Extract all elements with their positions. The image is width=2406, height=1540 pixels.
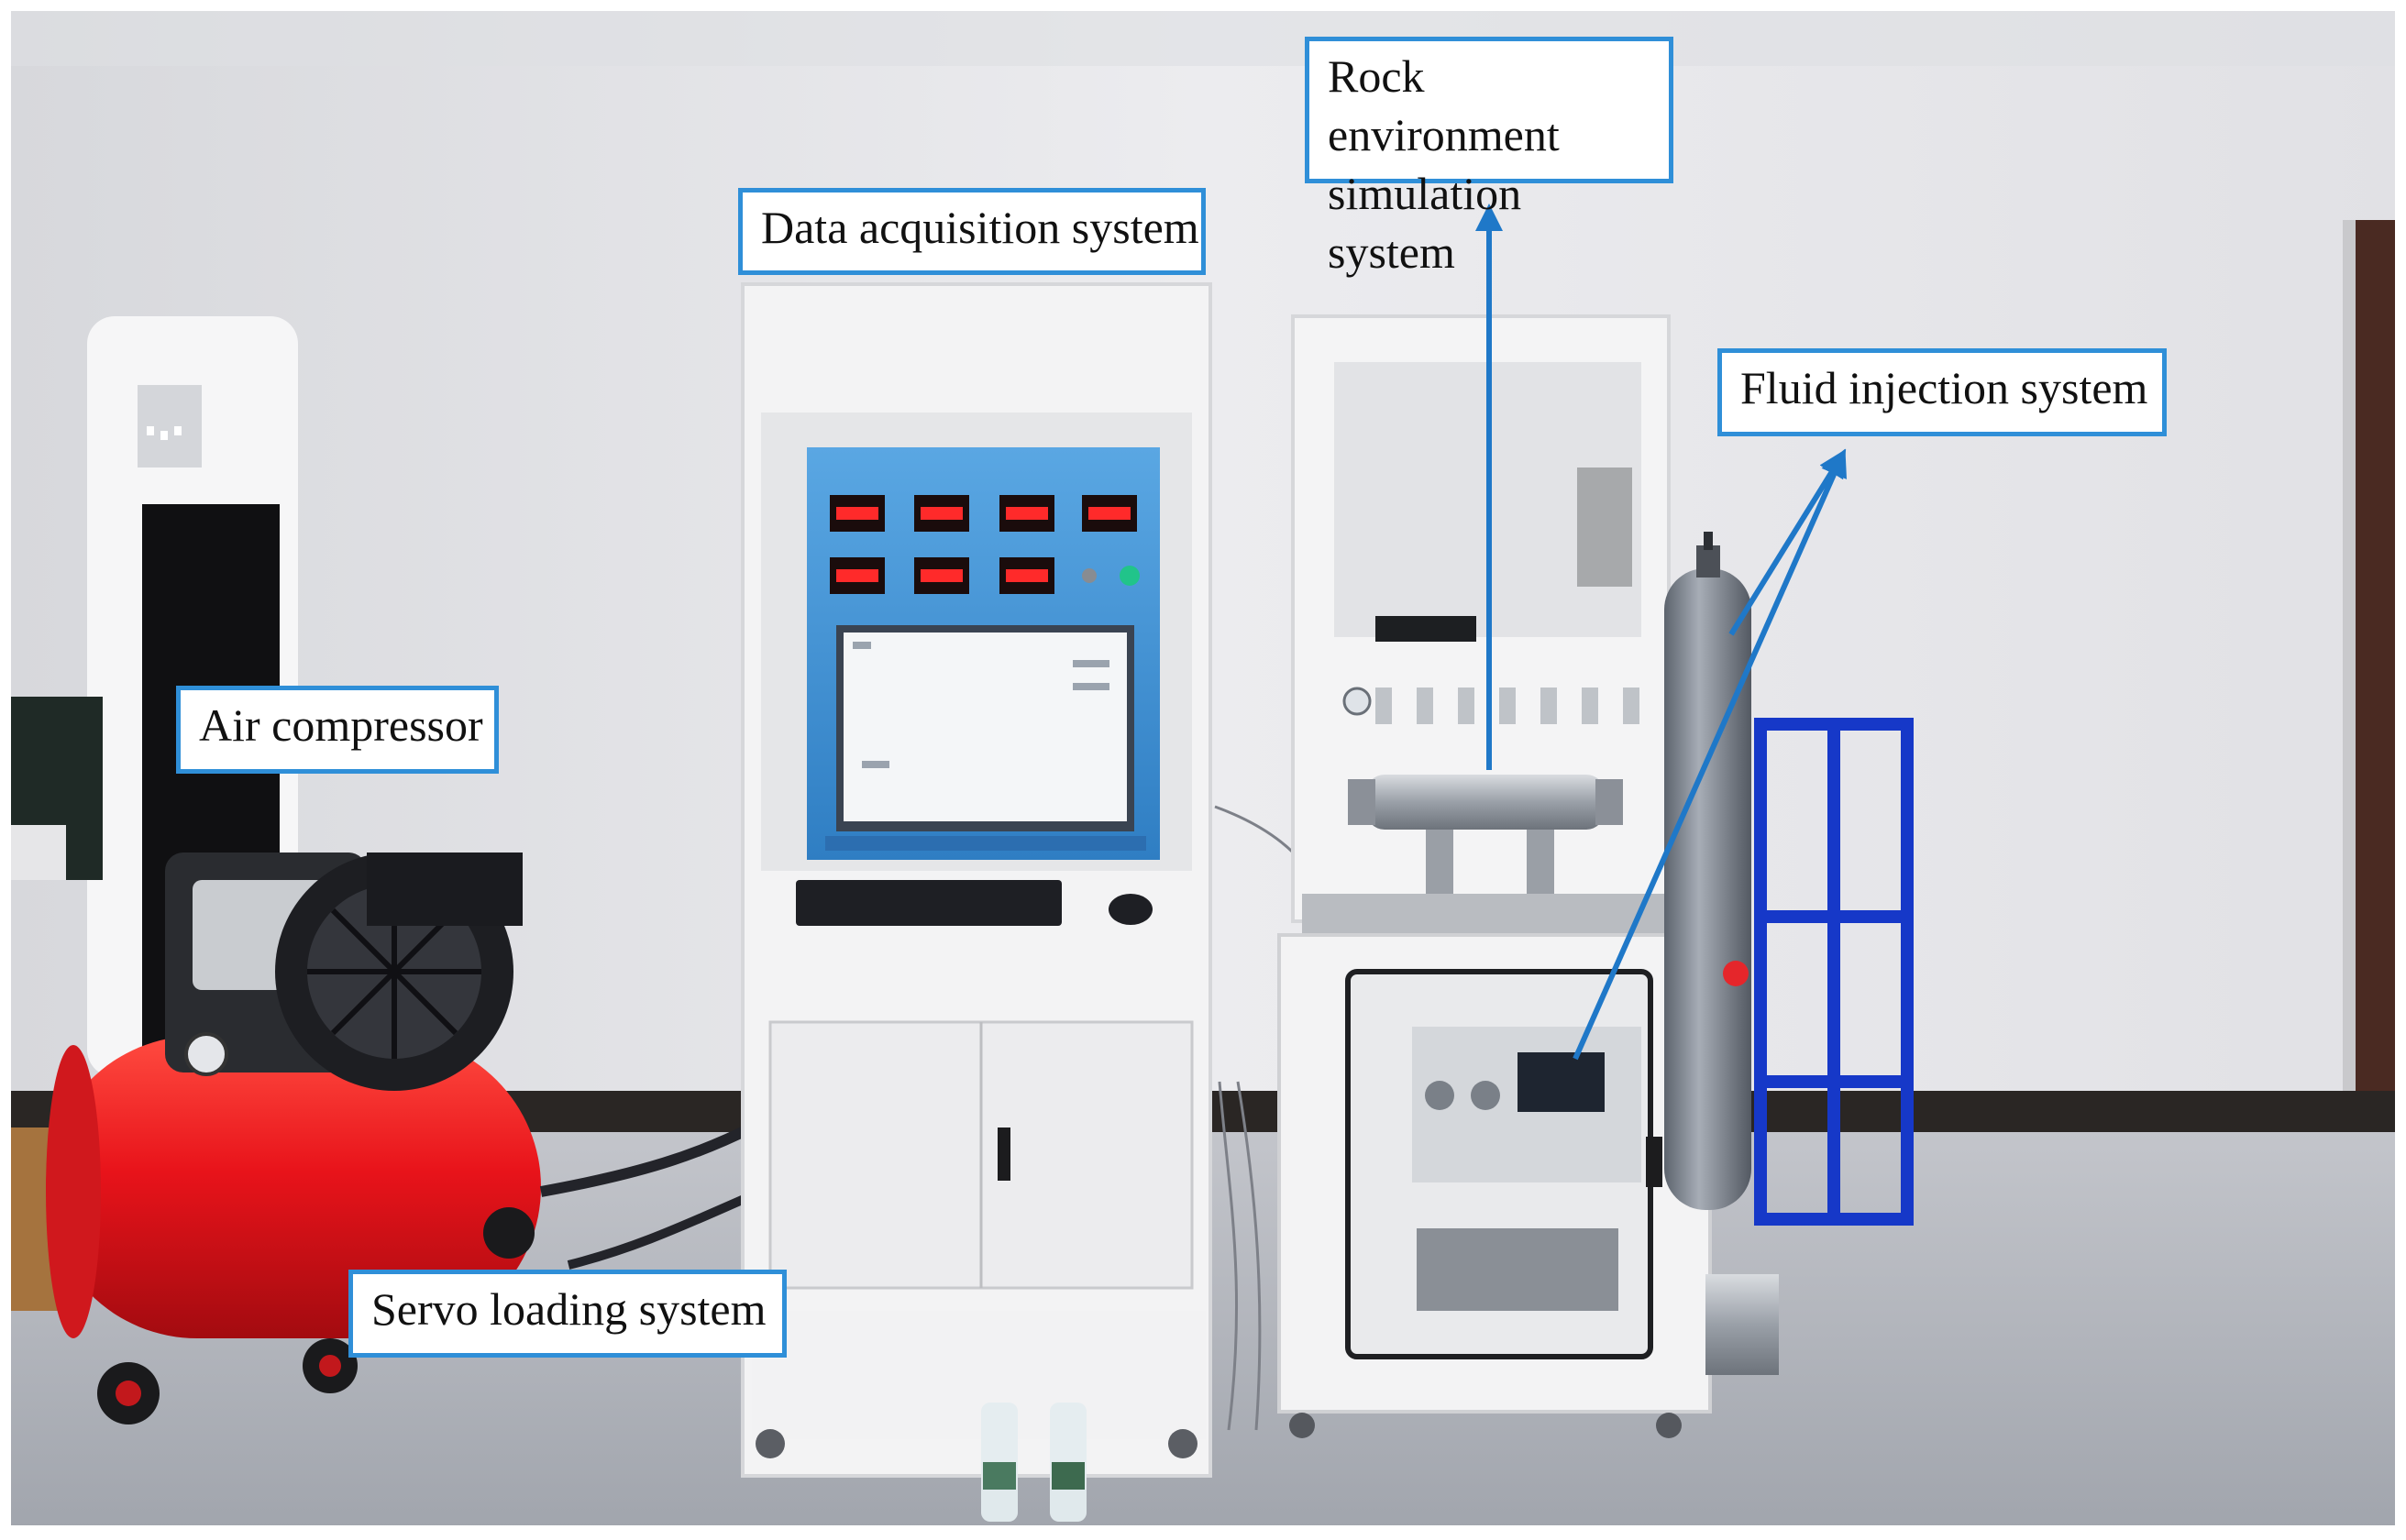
rock-test-cabinet-icon	[1277, 314, 1712, 1438]
mouse-icon	[1109, 894, 1153, 925]
air-compressor-label: Air compressor	[176, 686, 499, 774]
air-compressor-icon	[46, 852, 541, 1424]
keyboard-icon	[796, 880, 1062, 926]
rock-environment-label: Rock environment simulation system	[1305, 37, 1673, 278]
data-acquisition-label: Data acquisition system	[738, 188, 1206, 275]
cylinder-rack-icon	[1754, 718, 1914, 1226]
gas-cylinder-icon	[1664, 532, 1751, 1210]
doorway	[2352, 220, 2395, 1137]
pump-screen	[1518, 1052, 1605, 1112]
servo-loading-label: Servo loading system	[348, 1270, 787, 1358]
water-bottle-icon	[981, 1402, 1087, 1522]
monitor-icon	[836, 625, 1134, 831]
control-cabinet-icon	[741, 282, 1212, 1478]
fluid-injection-label: Fluid injection system	[1717, 348, 2167, 436]
